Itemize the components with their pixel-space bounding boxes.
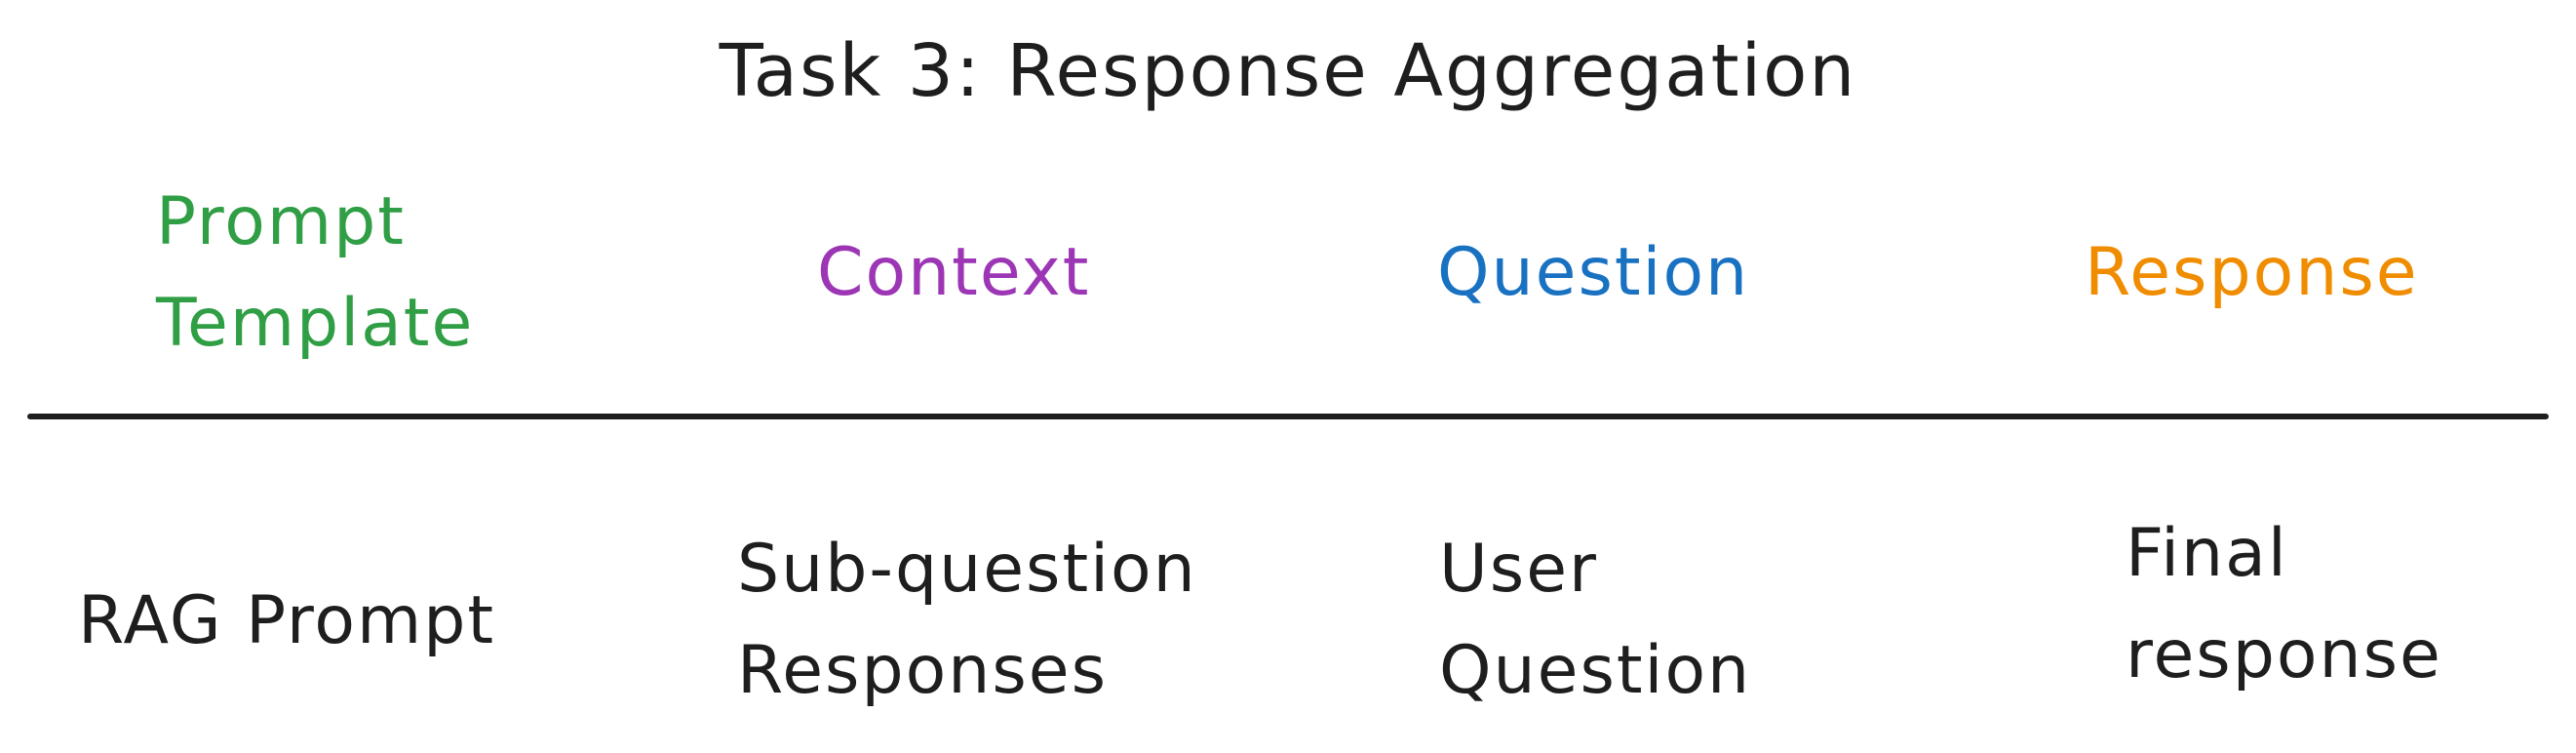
header-context: Context: [817, 222, 1090, 324]
row-question-line1: User: [1439, 531, 1598, 608]
row-context-line1: Sub-question: [737, 531, 1197, 608]
header-response-label: Response: [2085, 234, 2419, 311]
row-context-line2: Responses: [737, 632, 1109, 709]
row-response: Final response: [2126, 503, 2442, 706]
header-prompt-template-line2: Template: [156, 285, 475, 362]
row-response-line2: response: [2126, 616, 2442, 694]
header-prompt-template-line1: Prompt: [156, 183, 406, 260]
row-context: Sub-question Responses: [737, 519, 1197, 722]
diagram-title: Task 3: Response Aggregation: [719, 29, 1857, 113]
header-question-label: Question: [1437, 234, 1750, 311]
row-prompt-template-label: RAG Prompt: [78, 582, 496, 659]
row-question: User Question: [1439, 519, 1751, 722]
header-prompt-template: Prompt Template: [156, 172, 474, 375]
row-response-line1: Final: [2126, 515, 2288, 592]
header-question: Question: [1437, 222, 1749, 324]
header-response: Response: [2085, 222, 2419, 324]
row-question-line2: Question: [1439, 632, 1752, 709]
row-prompt-template: RAG Prompt: [78, 571, 495, 672]
header-divider: [27, 414, 2549, 419]
header-context-label: Context: [817, 234, 1091, 311]
